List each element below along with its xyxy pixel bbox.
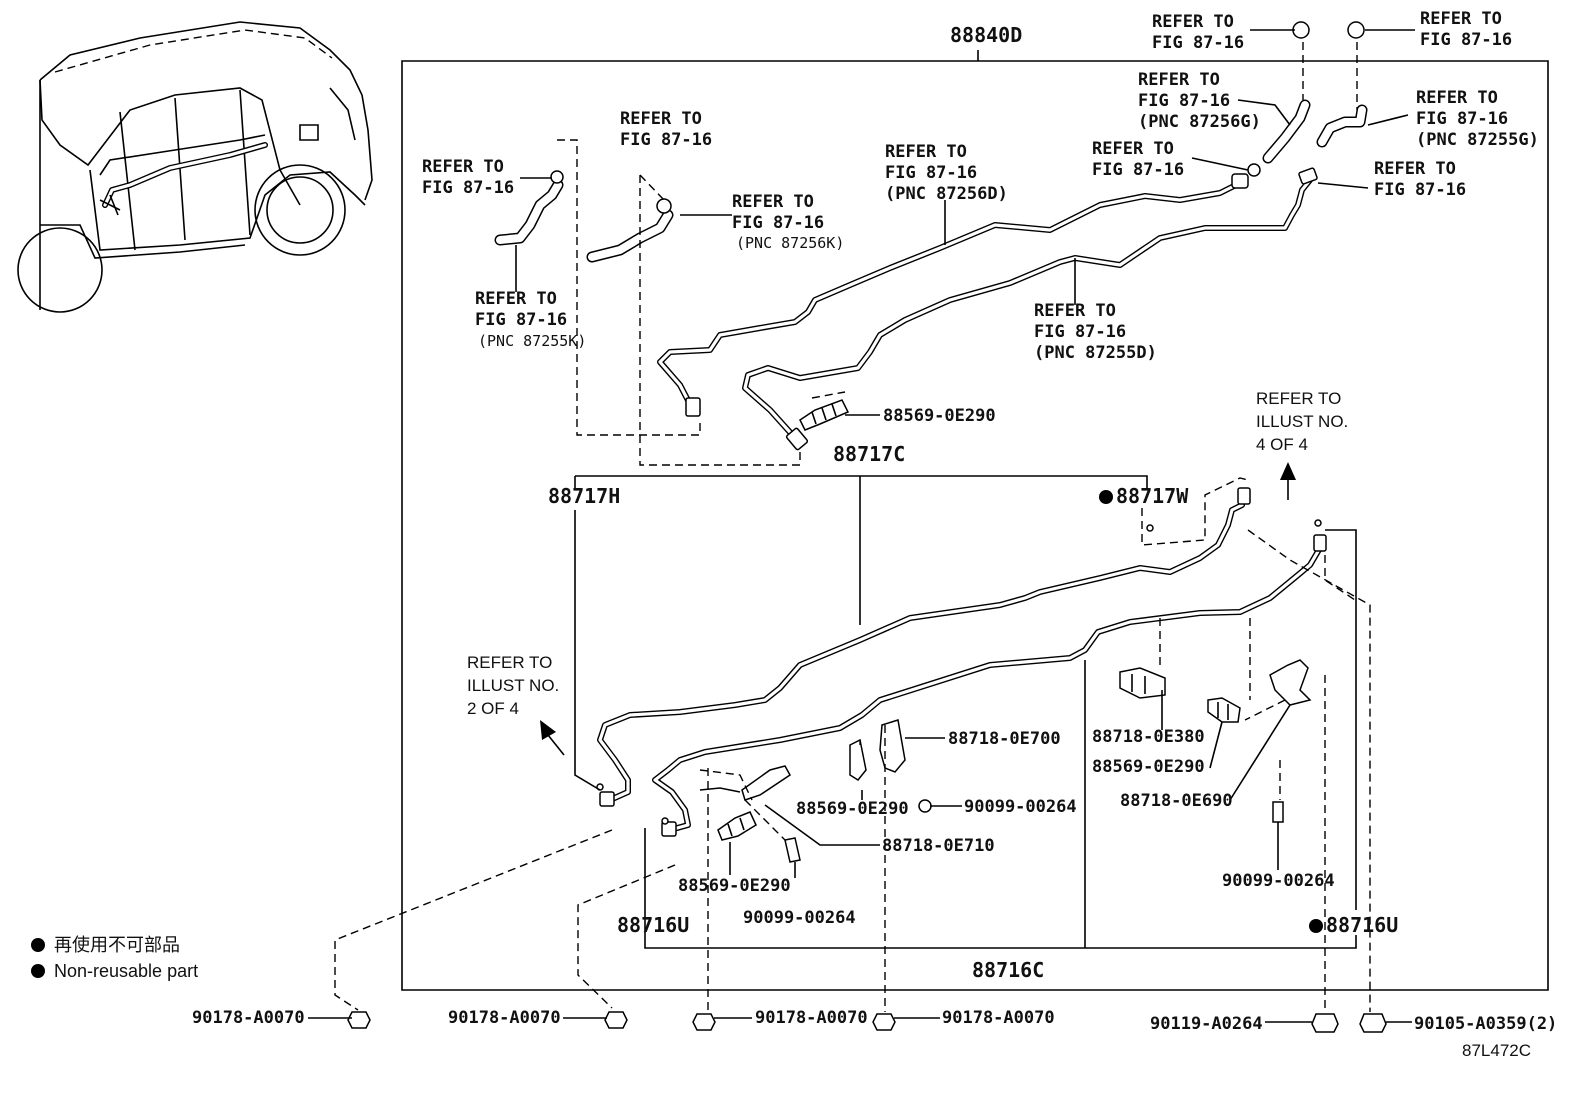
part-90178-2[interactable]: 90178-A0070	[448, 1008, 561, 1028]
legend: 再使用不可部品 Non-reusable part	[31, 935, 198, 981]
callout-right-clamp-line2[interactable]: FIG 87-16	[1374, 180, 1466, 200]
non-reusable-dot-icon	[1309, 919, 1323, 933]
part-88717C[interactable]: 88717C	[833, 442, 905, 466]
callout-87256d-line3[interactable]: (PNC 87256D)	[885, 184, 1008, 204]
part-88716U-right[interactable]: 88716U	[1326, 913, 1398, 937]
callout-87256k-line1[interactable]: REFER TO	[732, 192, 814, 212]
part-88718-0E710[interactable]: 88718-0E710	[882, 836, 995, 856]
legend-jp: 再使用不可部品	[54, 935, 180, 955]
non-reusable-dot-icon	[31, 964, 45, 978]
part-88717H[interactable]: 88717H	[548, 484, 620, 508]
callout-illust-2-line2[interactable]: ILLUST NO.	[467, 676, 559, 695]
reference-lines-upper	[557, 42, 1358, 466]
callout-87255g-line1[interactable]: REFER TO	[1416, 88, 1498, 108]
callout-87255k-line2[interactable]: FIG 87-16	[475, 310, 567, 330]
callout-87255g-line2[interactable]: FIG 87-16	[1416, 109, 1508, 129]
part-88718-0E690[interactable]: 88718-0E690	[1120, 791, 1233, 811]
callout-top-left-line1[interactable]: REFER TO	[1152, 12, 1234, 32]
part-88569-mid[interactable]: 88569-0E290	[796, 799, 909, 819]
callout-87255g-line3[interactable]: (PNC 87255G)	[1416, 130, 1539, 150]
part-90119[interactable]: 90119-A0264	[1150, 1014, 1263, 1034]
callout-illust-2-line1[interactable]: REFER TO	[467, 653, 552, 672]
arrow-up-left-icon	[540, 720, 556, 740]
rubber-hoses-left	[494, 170, 674, 263]
legend-en: Non-reusable part	[54, 961, 198, 981]
callout-87256k-line2[interactable]: FIG 87-16	[732, 213, 824, 233]
callout-87255d-line3[interactable]: (PNC 87255D)	[1034, 343, 1157, 363]
figure-code: 87L472C	[1462, 1041, 1531, 1060]
part-clamp-88569-top[interactable]: 88569-0E290	[883, 406, 996, 426]
callout-illust-4-line3[interactable]: 4 OF 4	[1256, 435, 1308, 454]
callout-87255k-line3[interactable]: (PNC 87255K)	[478, 332, 586, 350]
reference-lines-lower	[334, 477, 1371, 1012]
part-90178-4[interactable]: 90178-A0070	[942, 1008, 1055, 1028]
part-90099-left[interactable]: 90099-00264	[743, 908, 856, 928]
leader-lines	[308, 29, 1415, 1023]
part-90099-mid[interactable]: 90099-00264	[964, 797, 1077, 817]
part-90099-right[interactable]: 90099-00264	[1222, 871, 1335, 891]
part-88569-right[interactable]: 88569-0E290	[1092, 757, 1205, 777]
callout-illust-2-line3[interactable]: 2 OF 4	[467, 699, 519, 718]
callout-clip-line1[interactable]: REFER TO	[620, 109, 702, 129]
clamp-88569-top	[799, 399, 850, 431]
part-88716U-left[interactable]: 88716U	[617, 913, 689, 937]
rubber-hoses-right	[1247, 21, 1368, 177]
callout-right-clamp-line1[interactable]: REFER TO	[1374, 159, 1456, 179]
callout-left-clamp-line1[interactable]: REFER TO	[422, 157, 504, 177]
callout-clip-line2[interactable]: FIG 87-16	[620, 130, 712, 150]
callout-87255d-line2[interactable]: FIG 87-16	[1034, 322, 1126, 342]
non-reusable-dot-icon	[1099, 490, 1113, 504]
callout-87256g-line1[interactable]: REFER TO	[1138, 70, 1220, 90]
part-90105[interactable]: 90105-A0359(2)	[1414, 1014, 1557, 1034]
callout-top-right-line1[interactable]: REFER TO	[1420, 9, 1502, 29]
callout-mid-clamp-line1[interactable]: REFER TO	[1092, 139, 1174, 159]
part-88717W[interactable]: 88717W	[1116, 484, 1189, 508]
lower-clamps	[699, 659, 1312, 863]
part-88718-0E700[interactable]: 88718-0E700	[948, 729, 1061, 749]
part-90178-3[interactable]: 90178-A0070	[755, 1008, 868, 1028]
upper-pipe-set	[657, 167, 1318, 451]
callout-87256g-line3[interactable]: (PNC 87256G)	[1138, 112, 1261, 132]
callout-top-left-line2[interactable]: FIG 87-16	[1152, 33, 1244, 53]
callout-87255d-line1[interactable]: REFER TO	[1034, 301, 1116, 321]
callout-left-clamp-line2[interactable]: FIG 87-16	[422, 178, 514, 198]
callout-87256d-line1[interactable]: REFER TO	[885, 142, 967, 162]
bottom-fasteners	[347, 1011, 1387, 1033]
callout-illust-4-line2[interactable]: ILLUST NO.	[1256, 412, 1348, 431]
callout-top-right-line2[interactable]: FIG 87-16	[1420, 30, 1512, 50]
part-90178-1[interactable]: 90178-A0070	[192, 1008, 305, 1028]
callout-87256d-line2[interactable]: FIG 87-16	[885, 163, 977, 183]
assembly-number-88840D[interactable]: 88840D	[950, 23, 1022, 47]
lower-pipe-set	[596, 487, 1327, 837]
assembly-frame	[401, 50, 1549, 991]
callout-mid-clamp-line2[interactable]: FIG 87-16	[1092, 160, 1184, 180]
part-88718-0E380[interactable]: 88718-0E380	[1092, 727, 1205, 747]
callout-illust-4-line1[interactable]: REFER TO	[1256, 389, 1341, 408]
callout-87256g-line2[interactable]: FIG 87-16	[1138, 91, 1230, 111]
non-reusable-dot-icon	[31, 938, 45, 952]
arrow-up-icon	[1280, 462, 1296, 480]
part-88569-left[interactable]: 88569-0E290	[678, 876, 791, 896]
vehicle-location-illustration	[17, 21, 373, 313]
part-88716C[interactable]: 88716C	[972, 958, 1044, 982]
callout-87255k-line1[interactable]: REFER TO	[475, 289, 557, 309]
callout-87256k-line3[interactable]: (PNC 87256K)	[736, 234, 844, 252]
